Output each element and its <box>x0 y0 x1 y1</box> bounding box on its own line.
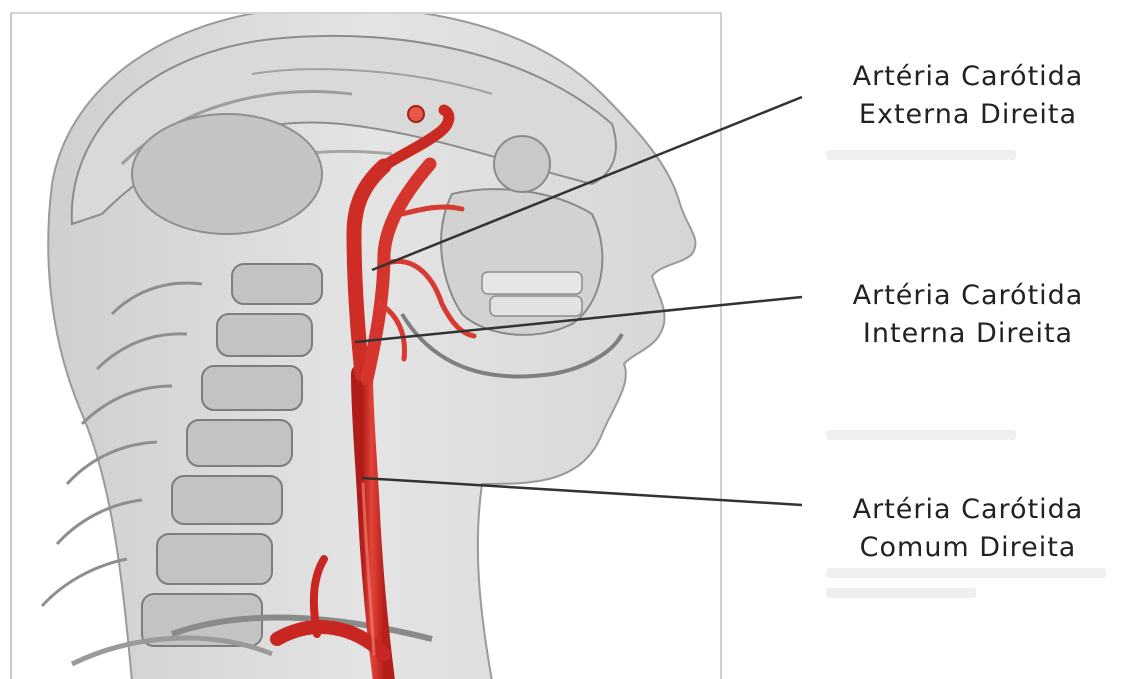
artery-junction <box>408 106 424 122</box>
eye-orbit <box>494 136 550 192</box>
label-external-line2: Externa Direita <box>824 96 1112 134</box>
anatomy-illustration <box>10 12 722 679</box>
faint-text-artifact <box>826 588 976 598</box>
upper-teeth <box>482 272 582 294</box>
faint-text-artifact <box>826 568 1106 578</box>
lower-teeth <box>490 296 582 316</box>
label-internal-line2: Interna Direita <box>824 315 1112 353</box>
temporal-lobe <box>132 114 322 234</box>
faint-text-artifact <box>826 150 1016 160</box>
head-neck-illustration <box>12 14 722 679</box>
label-internal-carotid: Artéria Carótida Interna Direita <box>824 277 1112 353</box>
faint-text-artifact <box>826 430 1016 440</box>
label-internal-line1: Artéria Carótida <box>824 277 1112 315</box>
label-external-carotid: Artéria Carótida Externa Direita <box>824 58 1112 134</box>
label-common-line2: Comum Direita <box>824 529 1112 567</box>
label-common-line1: Artéria Carótida <box>824 491 1112 529</box>
label-common-carotid: Artéria Carótida Comum Direita <box>824 491 1112 567</box>
label-external-line1: Artéria Carótida <box>824 58 1112 96</box>
